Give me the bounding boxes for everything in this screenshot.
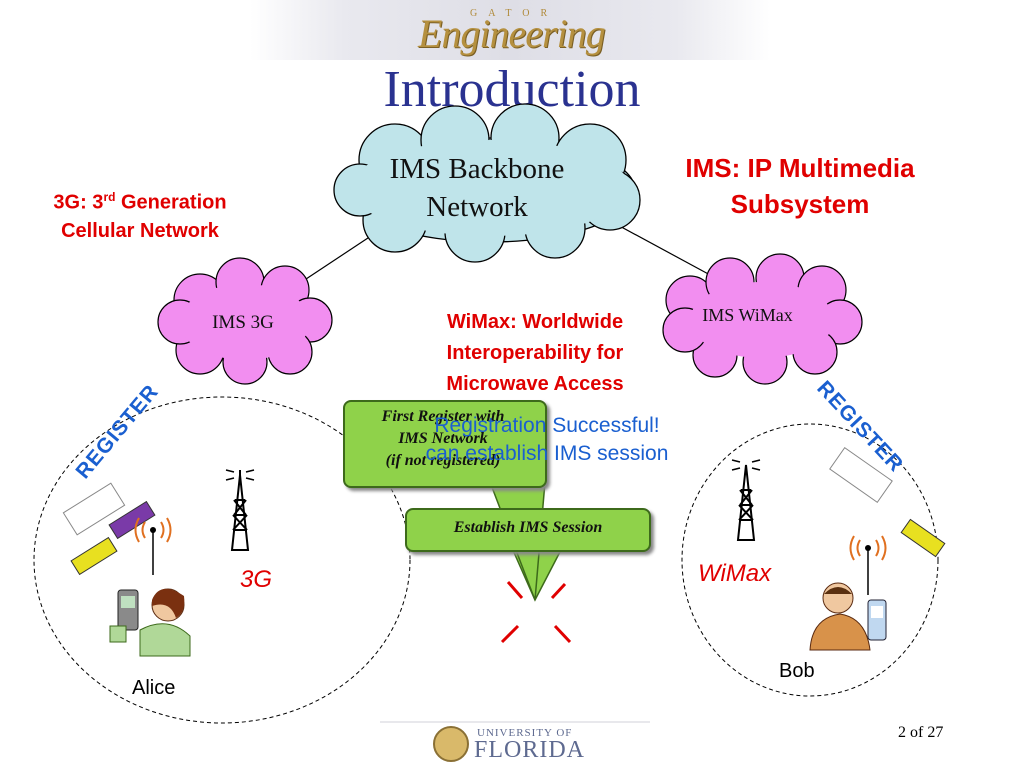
user-label-alice: Alice [132,677,176,699]
ims-3g-cloud-label: IMS 3G [212,312,274,333]
first-register-callout [343,400,547,488]
network-label-wimax: WiMax [698,560,772,587]
definition-ims: IMS: IP Multimedia Subsystem [650,150,950,222]
backbone-cloud-label: IMS Backbone Network [362,150,592,226]
message-envelope-icons-right [829,447,946,558]
definition-3g-rest: Generation [115,191,227,214]
backbone-label-line2: Network [426,191,528,223]
alice-person-icon [109,588,191,657]
definition-ims-line2: Subsystem [730,189,870,219]
establish-session-callout [405,508,651,552]
page-number: 2 of 27 [898,724,944,741]
definition-3g-sup: rd [103,190,116,204]
bob-person-icon [809,582,887,651]
session-indicator-marks [500,581,572,644]
coverage-area-wimax [681,423,939,697]
definition-3g: 3G: 3rd Generation Cellular Network [20,183,260,245]
first-register-callout-text: First Register with IMS Network (if not … [343,406,543,472]
definition-wimax-line1: WiMax: Worldwide [446,311,624,333]
network-label-3g: 3G [240,566,273,593]
first-register-line3: (if not registered) [385,452,501,469]
message-envelope-icons-left [62,482,156,576]
first-register-line1: First Register with [381,408,505,425]
backbone-label-line1: IMS Backbone [389,153,565,185]
definition-3g-prefix: 3G: 3 [53,191,104,214]
signal-waves-icon-left [134,517,172,575]
user-label-bob: Bob [779,660,815,682]
logo-gator-text: GATOR [470,8,559,19]
signal-waves-icon-right [849,535,887,595]
link-backbone-3g [299,229,381,284]
definition-wimax-line2: Interoperability for [446,342,624,364]
registration-status-line2: can establish IMS session [425,442,669,465]
registration-status-line1: Registration Successful! [434,414,660,437]
coverage-area-3g [33,396,411,724]
university-seal-icon [433,726,469,762]
footer-university-big: FLORIDA [474,737,586,763]
establish-session-label: Establish IMS Session [453,519,603,536]
header-banner [250,0,770,60]
registration-status: Registration Successful! can establish I… [382,412,712,468]
definition-ims-line1: IMS: IP Multimedia [685,153,915,183]
first-register-line2: IMS Network [398,430,488,447]
definition-wimax-line3: Microwave Access [446,373,624,395]
cell-tower-icon-3g [225,469,255,551]
cell-tower-icon-wimax [731,459,761,541]
logo-engineering-text: Engineering [418,11,606,56]
ims-wimax-cloud-label: IMS WiMax [702,305,793,325]
footer-university-small: UNIVERSITY OF [477,727,573,739]
definition-3g-line2: Cellular Network [61,219,219,242]
definition-wimax: WiMax: Worldwide Interoperability for Mi… [395,307,675,400]
